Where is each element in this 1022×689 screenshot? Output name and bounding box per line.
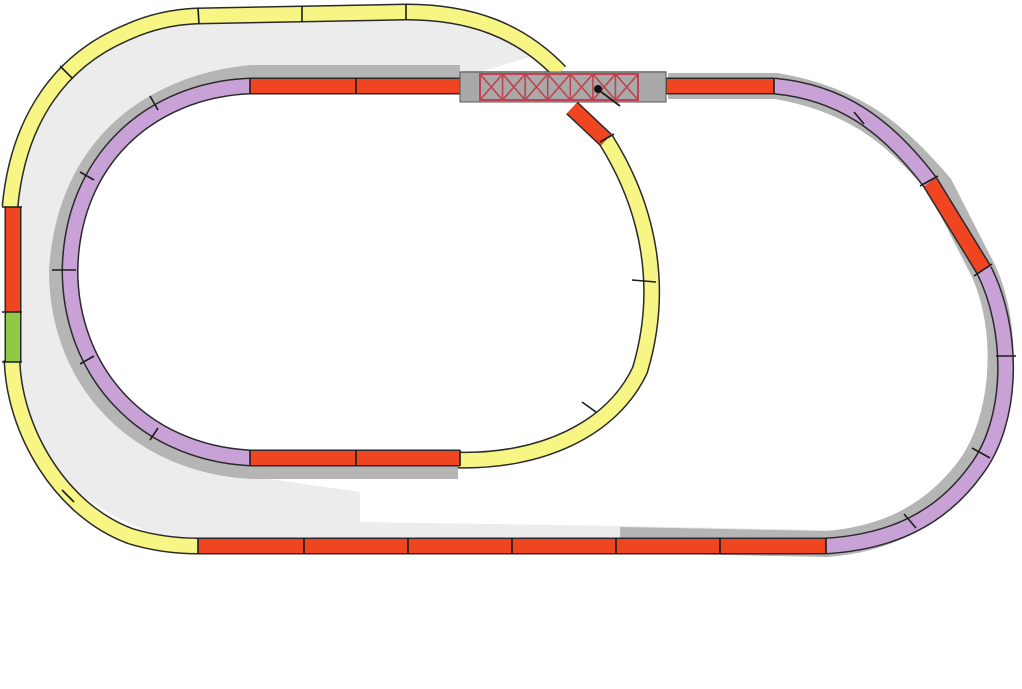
truss-member [592,73,617,101]
outer-left-lower-curve [5,359,199,553]
joint [853,111,865,125]
joint [973,263,993,277]
joint [631,279,657,283]
joint [581,401,597,413]
standard-curve-tracks [1,3,661,555]
base-area [12,11,829,547]
truss-member [569,73,594,101]
bridge-pivot [594,85,602,93]
truss-member [501,73,526,101]
truss-member [614,73,639,101]
straight-tracks [4,77,992,555]
track-joints [2,4,1016,554]
joint [59,65,73,79]
bridge [459,71,667,107]
outer-top-left-curve [3,5,407,208]
inner-right-curve [457,136,659,468]
joint [903,513,917,529]
crossover-connector [567,102,611,146]
truss-member [524,73,549,101]
right-lower-wide-curve [825,266,1013,553]
joint [79,171,95,181]
joint [599,133,615,143]
joint [919,175,939,187]
bridge-truss-members [479,73,639,101]
inner-right-curve-edge [457,135,661,469]
joint [149,427,159,441]
truss-member [479,73,504,101]
joint [197,7,200,25]
right-upper-wide-curve [773,79,936,187]
right-loop-shadow [619,73,1014,558]
joint [149,95,159,111]
right-diagonal-straight [924,178,990,274]
joint [61,489,75,503]
truss-member [547,73,571,101]
joint [79,355,95,365]
joint [971,447,991,459]
bridge-deck [459,71,667,103]
outer-top-right-curve [405,5,566,77]
